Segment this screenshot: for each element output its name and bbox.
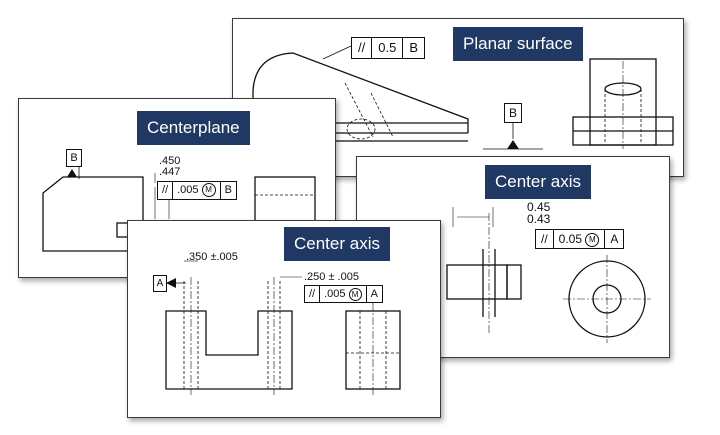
dim-right: .250 ± .005 bbox=[304, 271, 359, 283]
parallelism-symbol: // bbox=[305, 286, 321, 302]
center-axis-front-fcf-tolerance: .005 M bbox=[320, 286, 367, 302]
mmc-modifier-icon: M bbox=[585, 232, 600, 247]
parallelism-symbol: // bbox=[352, 38, 373, 58]
dim-upper: 0.45 bbox=[527, 200, 551, 214]
center-axis-front-datum-label: A bbox=[153, 275, 167, 292]
mmc-modifier-icon: M bbox=[348, 287, 362, 301]
centerplane-dim-upper: .450 bbox=[159, 155, 181, 167]
centerplane-dim-lower: .447 bbox=[159, 166, 181, 178]
planar-surface-title: Planar surface bbox=[453, 27, 583, 61]
dim-left: .350 ±.005 bbox=[186, 251, 238, 263]
mmc-modifier-icon: M bbox=[201, 183, 216, 198]
centerplane-title: Centerplane bbox=[137, 111, 250, 145]
planar-fcf-tolerance: 0.5 bbox=[372, 38, 404, 58]
center-axis-front-fcf: // .005 M A bbox=[304, 285, 383, 303]
center-axis-front-drawing bbox=[165, 260, 401, 397]
planar-fcf-datum: B bbox=[409, 40, 418, 55]
datum-b-triangle bbox=[507, 140, 519, 149]
planar-fcf: // 0.5 B bbox=[351, 37, 425, 59]
center-axis-right-fcf: // 0.05 M A bbox=[535, 229, 625, 249]
centerplane-datum-label: B bbox=[66, 149, 82, 167]
center-axis-right-dim: 0.45 0.43 bbox=[527, 201, 550, 225]
center-axis-front-card: A .350 ±.005 .250 ± .005 // .005 M A Cen… bbox=[127, 220, 441, 418]
parallelism-symbol: // bbox=[158, 182, 174, 199]
centerplane-fcf: // .005 M B bbox=[157, 181, 237, 200]
tolerance-value: 0.05 bbox=[558, 232, 583, 246]
parallelism-symbol: // bbox=[536, 230, 554, 248]
center-axis-right-drawing bbox=[446, 207, 651, 343]
center-axis-right-fcf-datum: A bbox=[610, 232, 619, 246]
planar-datum-label: B bbox=[504, 103, 522, 123]
center-axis-right-title: Center axis bbox=[485, 165, 591, 199]
center-axis-front-title: Center axis bbox=[284, 227, 390, 261]
datum-a-triangle bbox=[166, 278, 176, 288]
dim-lower: 0.43 bbox=[527, 212, 551, 226]
datum-b-triangle bbox=[67, 169, 77, 177]
tolerance-value: .005 bbox=[324, 288, 346, 300]
centerplane-fcf-tolerance: .005 M bbox=[173, 182, 221, 199]
centerplane-fcf-value: .005 bbox=[177, 184, 199, 196]
center-axis-right-fcf-tolerance: 0.05 M bbox=[554, 230, 606, 248]
centerplane-fcf-datum: B bbox=[224, 184, 232, 196]
center-axis-front-fcf-datum: A bbox=[370, 288, 378, 300]
